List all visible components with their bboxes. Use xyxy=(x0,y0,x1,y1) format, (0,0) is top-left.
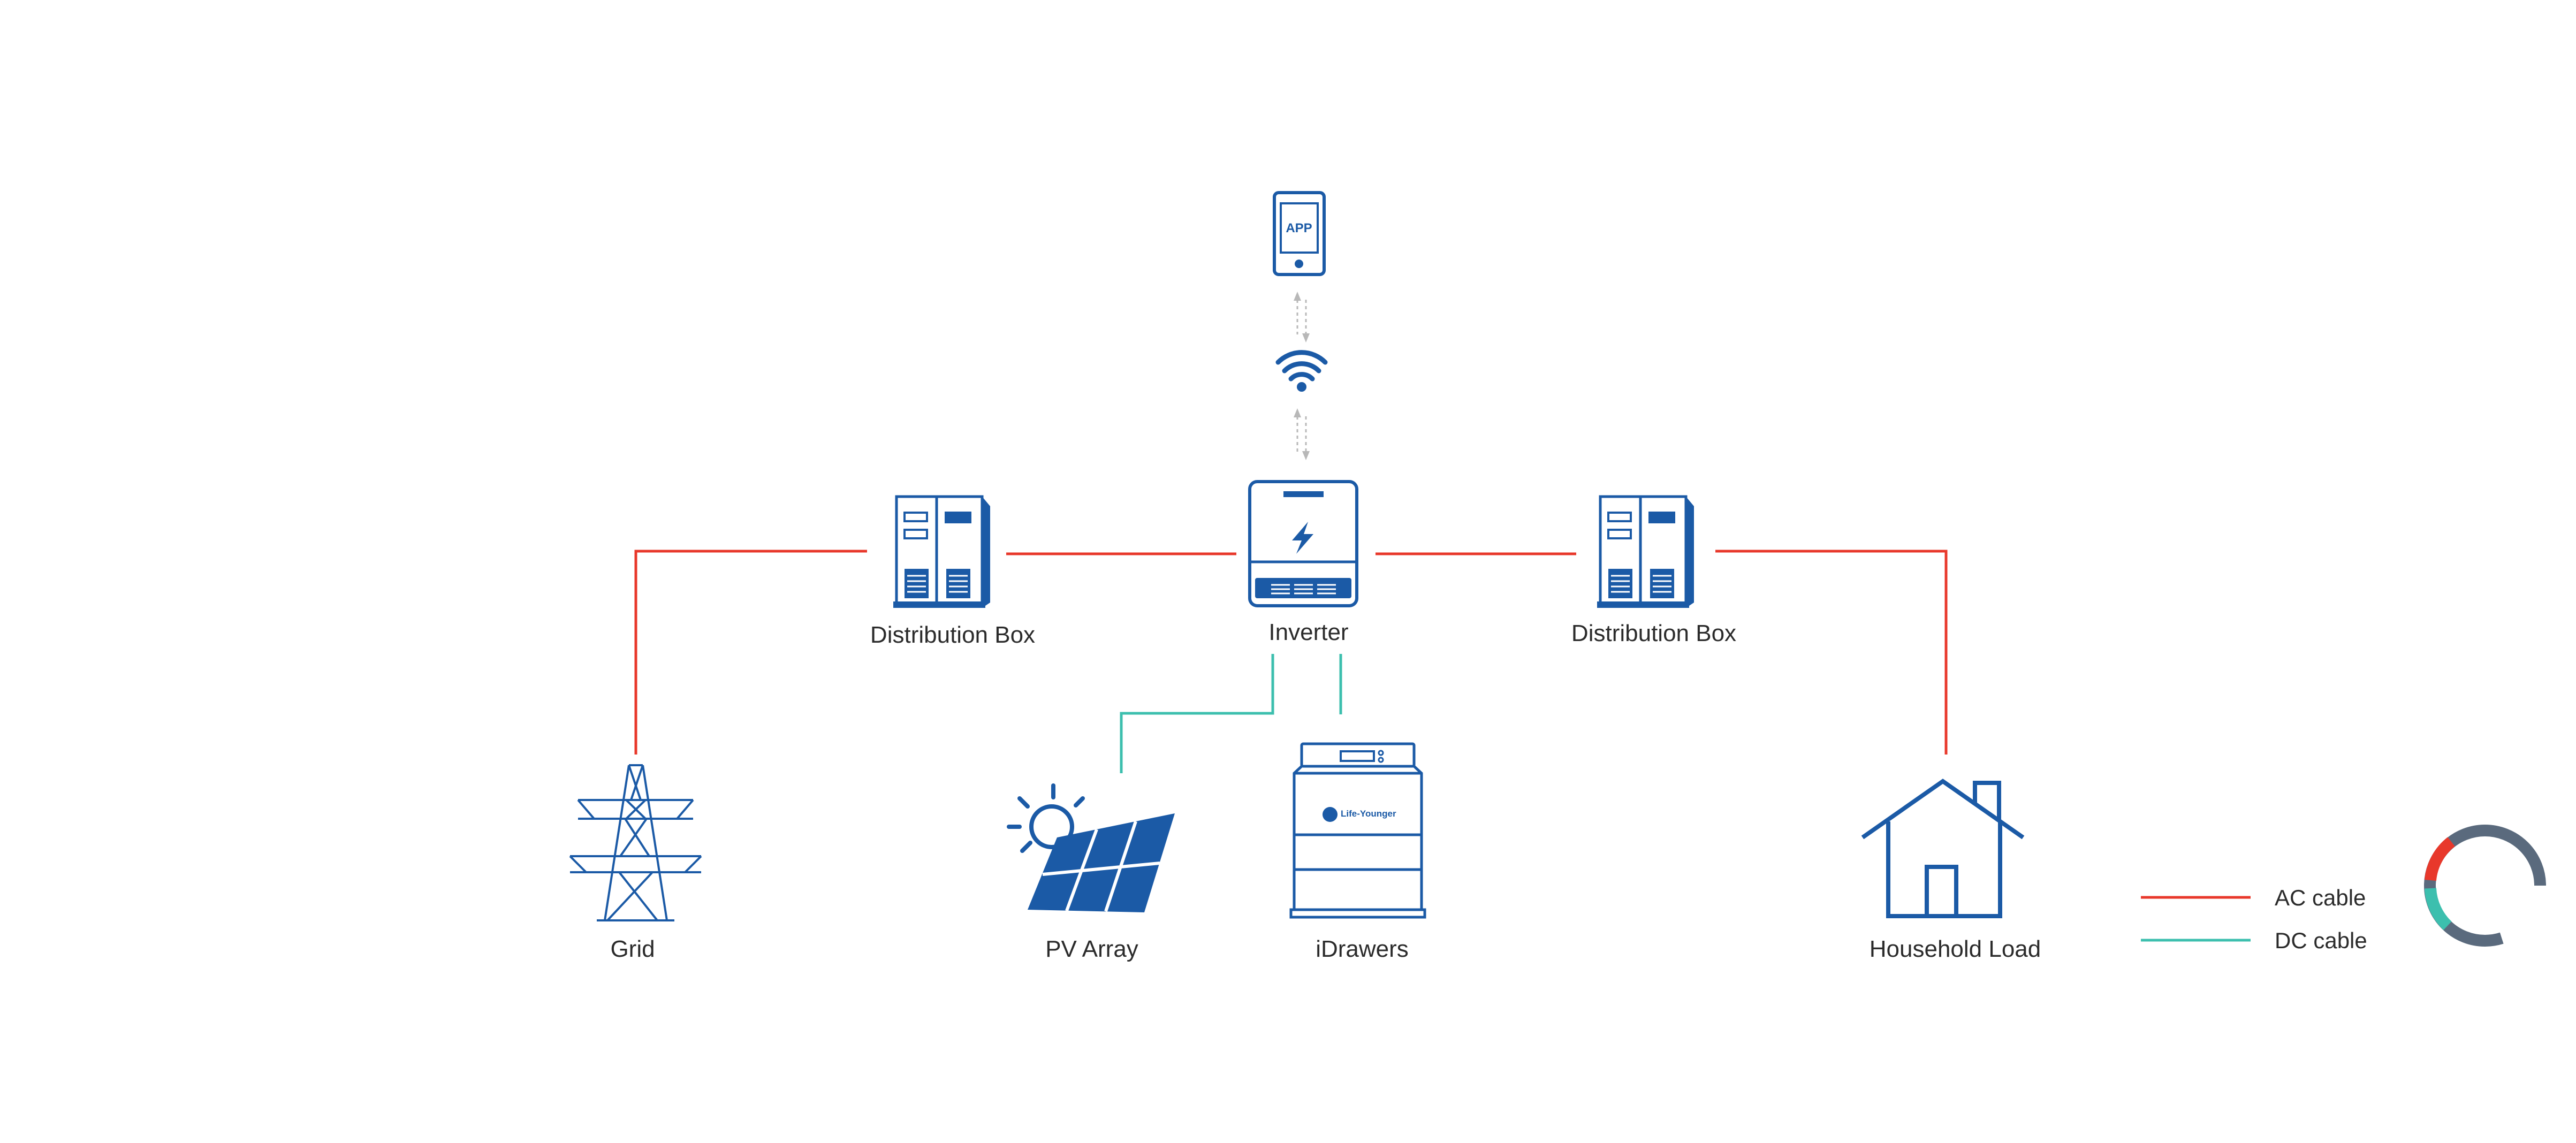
inverter-label: Inverter xyxy=(1268,619,1349,645)
distribution-box-left-icon xyxy=(893,495,990,608)
ac-cables xyxy=(634,550,1948,755)
ac-cable-distbox-right-to-household xyxy=(1715,550,1948,755)
signal-link-app-wifi xyxy=(1294,292,1310,342)
distribution-box-left-label: Distribution Box xyxy=(870,622,1036,648)
app-screen-text: APP xyxy=(1286,221,1312,235)
grid-label: Grid xyxy=(610,936,655,962)
dc-cables xyxy=(1120,654,1342,773)
life-younger-logo-icon xyxy=(1323,807,1338,822)
ac-cable-grid-to-distbox-left xyxy=(634,550,867,755)
household-load-label: Household Load xyxy=(1869,936,2041,962)
pv-array-label: PV Array xyxy=(1045,936,1138,962)
legend-dc-label: DC cable xyxy=(2275,928,2367,953)
phone-app-icon: APP xyxy=(1273,191,1326,276)
cable-ring-icon xyxy=(2424,825,2546,947)
lightning-icon xyxy=(1292,522,1313,554)
house-icon xyxy=(1861,779,2025,918)
pv-array-icon xyxy=(1007,783,1175,912)
inverter-icon xyxy=(1248,480,1358,607)
distribution-box-right-label: Distribution Box xyxy=(1571,620,1737,646)
signal-link-wifi-inverter xyxy=(1294,408,1310,460)
legend-ac-label: AC cable xyxy=(2275,885,2366,910)
idrawers-logo-text: Life-Younger xyxy=(1341,809,1396,819)
idrawers-icon: Life-Younger xyxy=(1289,742,1426,919)
grid-tower-icon xyxy=(569,764,702,921)
wifi-icon xyxy=(1275,350,1328,392)
idrawers-label: iDrawers xyxy=(1316,936,1409,962)
distribution-box-right-icon xyxy=(1597,495,1694,608)
dc-cable-inverter-to-pv xyxy=(1120,654,1274,773)
